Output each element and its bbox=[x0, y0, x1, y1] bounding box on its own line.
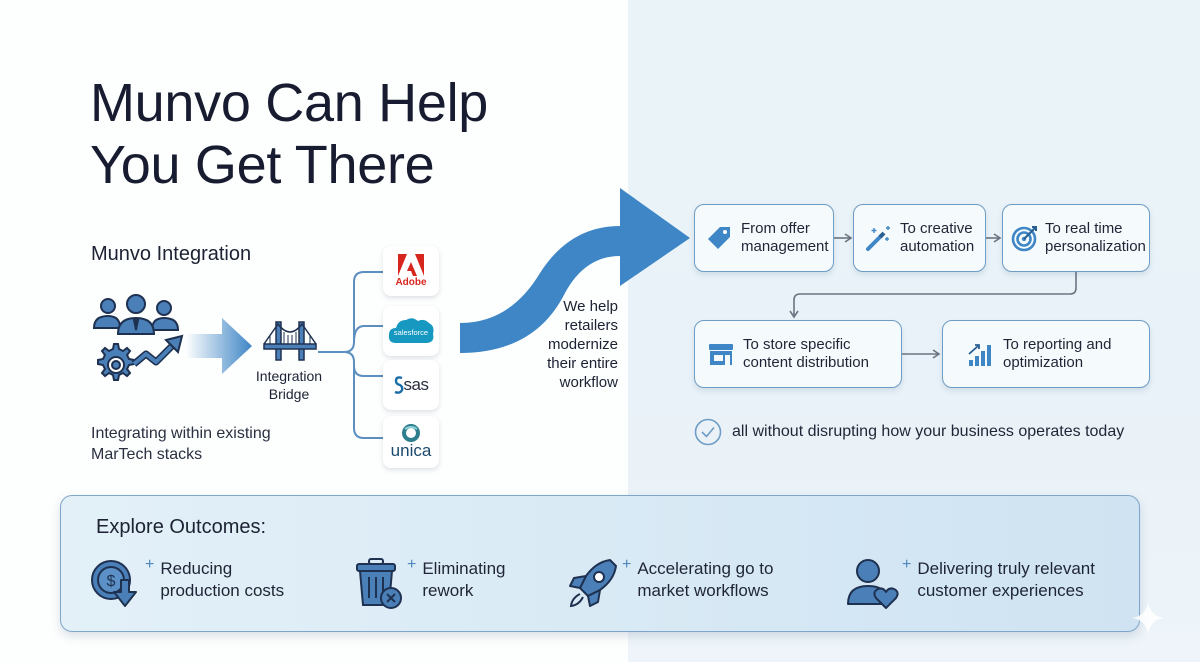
plus-icon: + bbox=[145, 556, 155, 573]
connector-bracket bbox=[318, 271, 384, 439]
salesforce-logo-card[interactable]: salesforce bbox=[383, 306, 439, 356]
sas-swirl-icon bbox=[394, 376, 403, 394]
title-line-2: You Get There bbox=[90, 135, 435, 195]
bridge-label-line-2: Bridge bbox=[268, 386, 310, 402]
trash-x-icon bbox=[356, 558, 402, 609]
outcome-item-eliminating-rework[interactable]: + Eliminating rework bbox=[351, 556, 506, 610]
dollar-down-icon: $ bbox=[91, 560, 137, 607]
sparkle-icon bbox=[1132, 602, 1164, 634]
bar-chart-icon bbox=[968, 344, 991, 366]
adobe-logo bbox=[398, 254, 424, 276]
outcome-label-line-1: Reducing bbox=[160, 559, 233, 578]
workflow-step-reporting-optimization[interactable]: To reporting and optimization bbox=[942, 320, 1150, 388]
plus-icon: + bbox=[622, 556, 632, 573]
step-label-line-1: To creative bbox=[900, 220, 973, 237]
step-label-line-2: management bbox=[741, 238, 829, 255]
integration-description-line-2: MarTech stacks bbox=[91, 446, 203, 463]
sas-logo-card[interactable]: sas bbox=[383, 360, 439, 410]
outcome-label-line-1: Delivering truly relevant bbox=[917, 559, 1095, 578]
workflow-step-offer-management[interactable]: From offer management bbox=[694, 204, 834, 272]
step-label-line-2: optimization bbox=[1003, 354, 1084, 371]
step-label-line-2: automation bbox=[900, 238, 975, 255]
workflow-step-real-time-personalization[interactable]: To real time personalization bbox=[1002, 204, 1150, 272]
unica-ring-logo bbox=[402, 424, 420, 442]
step-label: To creative automation bbox=[900, 220, 974, 256]
outcome-label-line-1: Accelerating go to bbox=[637, 559, 774, 578]
tagline-line-5: workflow bbox=[559, 374, 618, 391]
plus-icon: + bbox=[407, 556, 417, 573]
salesforce-cloud-logo: salesforce bbox=[388, 318, 434, 343]
outcome-label-line-1: Eliminating bbox=[422, 559, 506, 578]
outcome-label-line-2: production costs bbox=[160, 581, 285, 600]
step-label-line-1: From offer bbox=[741, 220, 810, 237]
salesforce-label: salesforce bbox=[394, 328, 428, 337]
outcome-item-relevant-experiences[interactable]: + Delivering truly relevant customer exp… bbox=[846, 556, 1095, 610]
step-label: To reporting and optimization bbox=[1003, 336, 1111, 372]
magic-wand-icon bbox=[866, 226, 890, 251]
integration-description: Integrating within existing MarTech stac… bbox=[91, 423, 321, 465]
title-line-1: Munvo Can Help bbox=[90, 73, 489, 133]
outcome-label: Reducing production costs bbox=[160, 558, 284, 602]
workflow-swoosh-arrow bbox=[460, 188, 690, 353]
step-label-line-1: To real time bbox=[1045, 220, 1123, 237]
workflow-note: all without disrupting how your business… bbox=[694, 418, 1124, 446]
step-label: To real time personalization bbox=[1045, 220, 1146, 256]
integration-bridge-label: Integration Bridge bbox=[240, 367, 338, 403]
sas-label: sas bbox=[403, 375, 429, 394]
adobe-label: Adobe bbox=[395, 277, 427, 288]
outcomes-panel: Explore Outcomes: $ + Reducing productio… bbox=[60, 495, 1140, 632]
outcome-item-reducing-costs[interactable]: $ + Reducing production costs bbox=[89, 556, 284, 610]
outcome-item-accelerating-gtm[interactable]: + Accelerating go to market workflows bbox=[566, 556, 773, 610]
step-label-line-2: content distribution bbox=[743, 354, 869, 371]
tagline: We help retailers modernize their entire… bbox=[520, 297, 618, 392]
workflow-step-creative-automation[interactable]: To creative automation bbox=[853, 204, 986, 272]
sas-logo: sas bbox=[394, 375, 429, 395]
integration-description-line-1: Integrating within existing bbox=[91, 425, 271, 442]
outcomes-title: Explore Outcomes: bbox=[96, 516, 267, 538]
integration-heading: Munvo Integration bbox=[91, 243, 252, 265]
step-label: From offer management bbox=[741, 220, 829, 256]
dollar-sign-glyph: $ bbox=[107, 573, 116, 590]
page-title: Munvo Can Help You Get There bbox=[90, 72, 488, 196]
rocket-icon bbox=[569, 559, 617, 608]
workflow-note-text: all without disrupting how your business… bbox=[732, 423, 1125, 440]
adobe-logo-card[interactable]: Adobe bbox=[383, 246, 439, 296]
step-label-line-2: personalization bbox=[1045, 238, 1146, 255]
unica-logo-card[interactable]: unica bbox=[383, 416, 439, 468]
plus-icon: + bbox=[902, 556, 912, 573]
user-heart-icon bbox=[847, 559, 899, 609]
check-circle-icon bbox=[694, 418, 722, 446]
outcome-label: Accelerating go to market workflows bbox=[637, 558, 773, 602]
tag-icon bbox=[708, 227, 730, 249]
outcome-label: Delivering truly relevant customer exper… bbox=[917, 558, 1095, 602]
outcome-label-line-2: market workflows bbox=[637, 581, 769, 600]
bridge-label-line-1: Integration bbox=[255, 368, 323, 384]
target-icon bbox=[1011, 226, 1037, 252]
gradient-arrow-icon bbox=[186, 318, 252, 374]
storefront-icon bbox=[709, 344, 733, 365]
outcome-label: Eliminating rework bbox=[422, 558, 505, 602]
step-label: To store specific content distribution bbox=[743, 336, 869, 372]
outcome-label-line-2: rework bbox=[422, 581, 474, 600]
tagline-line-3: modernize bbox=[547, 336, 618, 353]
bridge-icon bbox=[263, 321, 317, 361]
workflow-step-store-content-distribution[interactable]: To store specific content distribution bbox=[694, 320, 902, 388]
step-label-line-1: To reporting and bbox=[1003, 336, 1112, 353]
step-label-line-1: To store specific bbox=[743, 336, 851, 353]
team-gear-growth-icon bbox=[92, 294, 184, 381]
outcome-label-line-2: customer experiences bbox=[917, 581, 1084, 600]
tagline-line-1: We help bbox=[563, 298, 618, 315]
unica-label: unica bbox=[390, 441, 432, 460]
tagline-line-2: retailers bbox=[564, 317, 618, 334]
tagline-line-4: their entire bbox=[547, 355, 618, 372]
